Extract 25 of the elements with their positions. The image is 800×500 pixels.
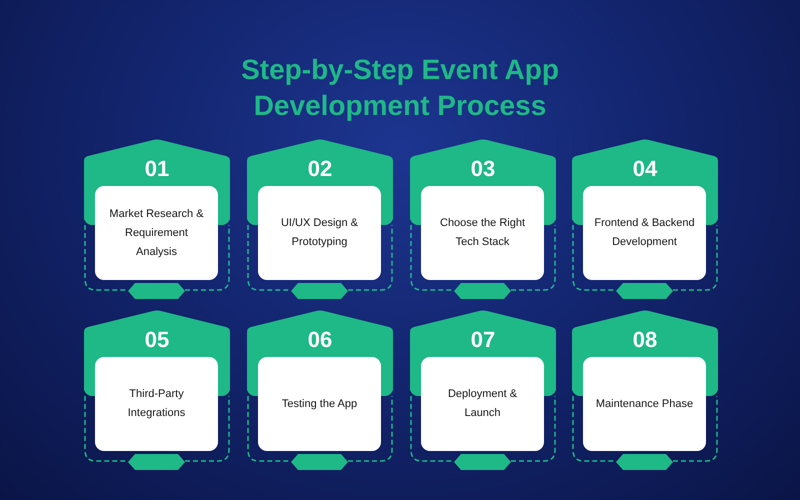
step-description: Market Research & Requirement Analysis	[95, 186, 218, 280]
step-card	[82, 139, 232, 301]
step-card	[570, 139, 720, 301]
step-card	[245, 139, 395, 301]
step-description: Maintenance Phase	[583, 357, 706, 451]
step-description: Testing the App	[258, 357, 381, 451]
title: Step-by-Step Event App Development Process	[240, 53, 560, 123]
step-number: 07	[470, 327, 496, 353]
step-number: 05	[144, 327, 170, 353]
step-card	[82, 310, 232, 472]
step-description: Frontend & Backend Development	[583, 186, 706, 280]
step-number: 01	[144, 156, 170, 182]
step-description: UI/UX Design & Prototyping	[258, 186, 381, 280]
step-number: 08	[632, 327, 658, 353]
step-description: Third-Party Integrations	[95, 357, 218, 451]
step-number: 06	[306, 327, 334, 353]
step-description: Deployment & Launch	[421, 357, 544, 451]
step-description: Choose the Right Tech Stack	[421, 186, 544, 280]
step-card	[570, 310, 720, 472]
step-card	[408, 139, 558, 301]
step-number: 03	[470, 156, 496, 182]
step-number: 02	[306, 156, 334, 182]
step-card	[408, 310, 558, 472]
step-card	[245, 310, 395, 472]
step-number: 04	[632, 156, 658, 182]
